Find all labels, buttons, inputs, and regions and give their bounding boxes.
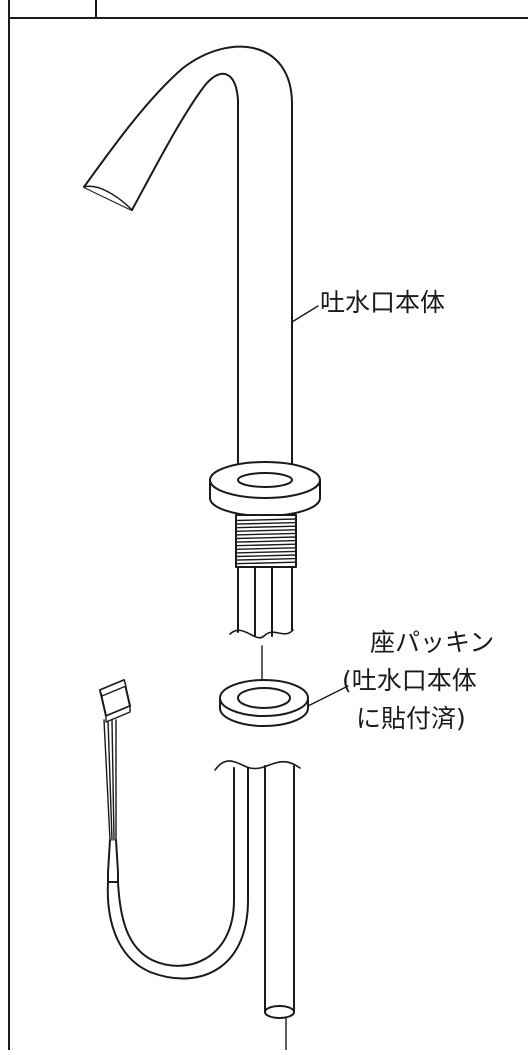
spout-leader-line [291, 305, 319, 323]
packing-leader-line [307, 685, 349, 707]
thread-line [235, 557, 297, 561]
thread-line [235, 532, 297, 536]
upper-hoses [229, 566, 294, 639]
thread-line [235, 525, 297, 529]
thread-line [235, 539, 297, 543]
spout-body [83, 45, 293, 465]
seat-packing [219, 679, 309, 727]
seat-packing-note-line2: に貼付済) [356, 704, 466, 733]
break-line [214, 760, 301, 771]
thread-line [235, 536, 297, 540]
sensor-cable [106, 767, 249, 980]
thread-line [235, 521, 297, 525]
thread-line [235, 547, 297, 550]
thread-line [235, 529, 297, 532]
cable-connector [99, 679, 131, 883]
thread-line [235, 561, 297, 565]
page-border [8, 0, 528, 1051]
spout-body-label: 吐水口本体 [320, 288, 446, 317]
thread-line [235, 543, 297, 547]
thread-line [235, 554, 297, 558]
supply-hose [264, 765, 295, 1051]
seat-packing-note-line1: (吐水口本体 [342, 666, 477, 695]
seat-packing-label: 座パッキン [370, 628, 495, 657]
thread-line [235, 550, 297, 554]
threaded-shank [235, 514, 297, 568]
spout-flange [209, 461, 321, 517]
thread-line [235, 518, 297, 522]
